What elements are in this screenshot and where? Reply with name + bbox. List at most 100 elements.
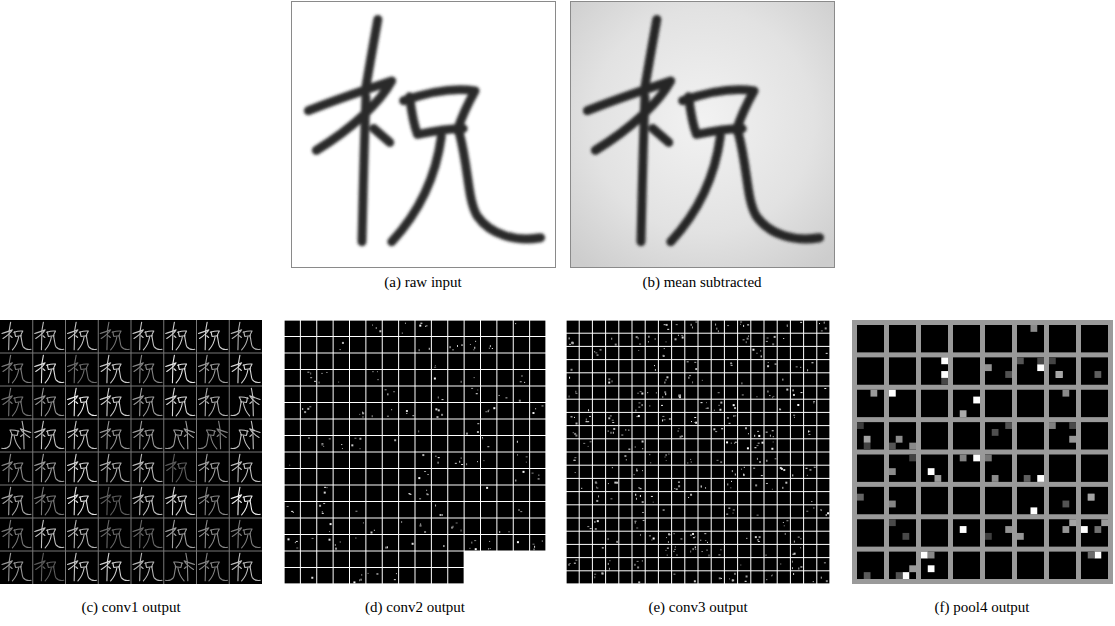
feature-tile: [33, 386, 66, 419]
pooled-unit: [864, 572, 871, 579]
feature-cell: [416, 469, 431, 485]
feature-cell: [567, 571, 579, 583]
activation-dot: [678, 482, 680, 483]
feature-cell: [725, 545, 737, 557]
activation-dot: [688, 497, 689, 498]
activation-dot: [690, 535, 692, 536]
glyph-response: [67, 388, 96, 416]
activation-dot: [692, 326, 693, 328]
feature-cell: [804, 373, 816, 385]
feature-cell: [659, 545, 671, 557]
feature-cell: [685, 571, 697, 583]
feature-cell: [317, 370, 332, 386]
activation-dot: [419, 498, 421, 499]
feature-cell: [699, 571, 711, 583]
activation-dot: [638, 393, 639, 394]
feature-cell: [699, 466, 711, 478]
pooled-unit: [896, 436, 903, 443]
pooled-cell: [1049, 390, 1076, 417]
tile-ground: [66, 485, 99, 518]
map-ground: [852, 320, 1113, 584]
tile-ground: [33, 320, 66, 353]
feature-cell: [765, 347, 777, 359]
feature-cell: [580, 519, 592, 531]
feature-cell: [672, 347, 684, 359]
activation-dot: [653, 538, 655, 540]
feature-cell: [481, 502, 496, 518]
feature-cell: [699, 387, 711, 399]
feature-cell: [465, 370, 480, 386]
activation-dot: [707, 550, 708, 551]
tile-ground: [66, 386, 99, 419]
feature-tile: [98, 320, 131, 353]
feature-cell: [301, 502, 316, 518]
activation-dot: [649, 454, 650, 455]
feature-cell: [817, 545, 829, 557]
tile-ground: [197, 386, 230, 419]
activation-dot: [637, 566, 639, 568]
feature-cell: [399, 370, 414, 386]
activation-dot: [312, 538, 314, 539]
pooled-cell: [985, 357, 1012, 384]
feature-cell: [672, 334, 684, 346]
feature-cell: [383, 403, 398, 419]
activation-dot: [372, 415, 373, 417]
activation-dot: [690, 459, 691, 460]
feature-cell: [804, 558, 816, 570]
feature-cell: [699, 426, 711, 438]
activation-dot: [426, 493, 428, 494]
feature-cell: [659, 347, 671, 359]
feature-cell: [712, 505, 724, 517]
activation-dot: [385, 389, 387, 390]
pooled-cell: [1017, 422, 1044, 449]
feature-cell: [659, 492, 671, 504]
feature-cell: [432, 453, 447, 469]
feature-cell: [366, 568, 381, 584]
activation-dot: [330, 523, 332, 525]
activation-dot: [461, 345, 463, 346]
activation-dot: [813, 508, 814, 509]
activation-dot: [440, 514, 442, 516]
feature-cell: [593, 505, 605, 517]
feature-cell: [804, 334, 816, 346]
pooled-cell: [985, 390, 1012, 417]
feature-cell: [481, 436, 496, 452]
feature-cell: [685, 519, 697, 531]
activation-dot: [806, 468, 808, 469]
activation-dot: [650, 462, 651, 463]
activation-dot: [638, 337, 639, 339]
feature-cell: [817, 466, 829, 478]
activation-dot: [796, 366, 798, 367]
feature-cell: [606, 387, 618, 399]
feature-cell: [301, 321, 316, 337]
feature-cell: [580, 558, 592, 570]
glyph-response: [35, 520, 64, 548]
glyph-response: [231, 520, 260, 548]
activation-dot: [715, 324, 716, 326]
activation-dot: [664, 419, 666, 420]
glyph-response: [2, 487, 31, 515]
activation-dot: [732, 579, 734, 581]
activation-dot: [523, 471, 525, 473]
tile-ground: [66, 353, 99, 386]
feature-cell: [432, 354, 447, 370]
activation-dot: [826, 353, 828, 354]
activation-dot: [329, 531, 330, 532]
activation-dot: [587, 421, 589, 422]
activation-dot: [664, 324, 666, 325]
glyph-response: [2, 388, 31, 416]
feature-cell: [791, 571, 803, 583]
activation-dot: [734, 443, 735, 444]
feature-cell: [350, 354, 365, 370]
feature-cell: [416, 486, 431, 502]
feature-cell: [530, 535, 545, 551]
activation-dot: [402, 333, 403, 334]
activation-dot: [665, 379, 667, 380]
feature-cell: [366, 321, 381, 337]
feature-cell: [366, 453, 381, 469]
feature-cell: [301, 403, 316, 419]
activation-dot: [441, 414, 443, 416]
feature-cell: [672, 532, 684, 544]
activation-dot: [435, 365, 436, 366]
feature-cell: [383, 486, 398, 502]
